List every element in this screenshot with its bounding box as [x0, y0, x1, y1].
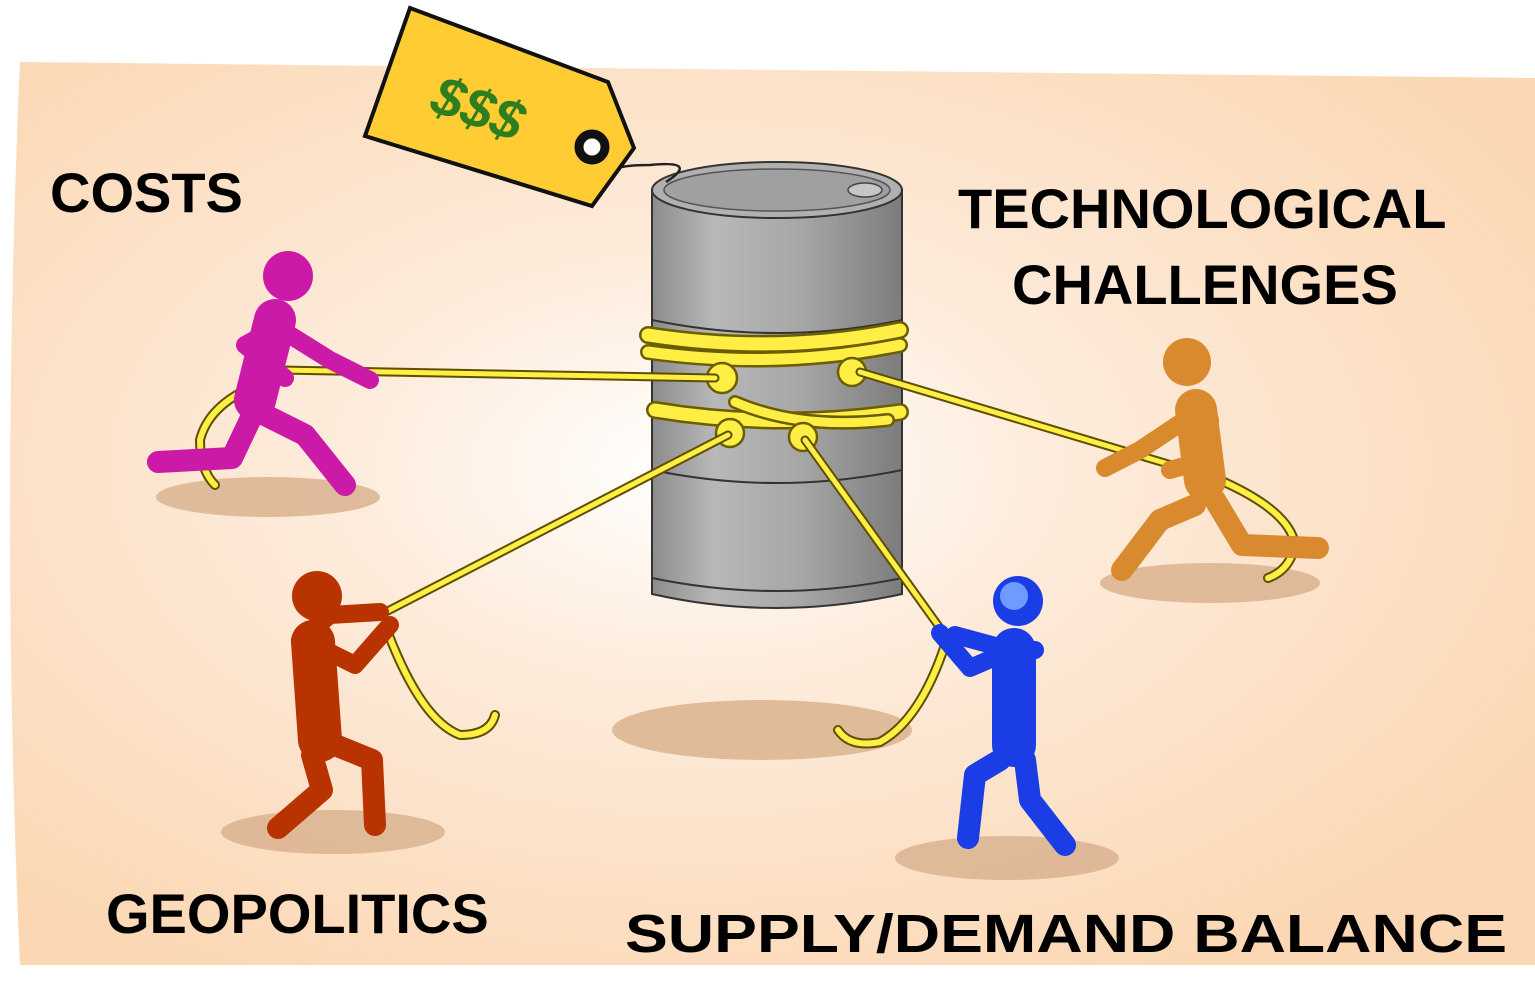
label-technological-line2: CHALLENGES	[1012, 253, 1398, 316]
shadow-technological	[1100, 563, 1320, 603]
oil-barrel	[651, 161, 903, 609]
label-geopolitics: GEOPOLITICS	[106, 882, 489, 945]
barrel-ropes	[639, 321, 909, 453]
price-tag: $$$	[362, 5, 681, 209]
tag-hole	[574, 129, 610, 165]
figure-supply-demand	[931, 576, 1076, 856]
label-supply-demand: SUPPLY/DEMAND BALANCE	[625, 904, 1507, 964]
shadow-supply-demand	[895, 836, 1119, 880]
label-technological-line1: TECHNOLOGICAL	[958, 177, 1446, 240]
figure-technological	[1096, 338, 1329, 581]
shadow-barrel	[612, 700, 912, 760]
shadow-geopolitics	[221, 810, 445, 854]
figure-geopolitics	[267, 571, 399, 839]
figure-costs	[147, 251, 379, 496]
label-costs: COSTS	[50, 161, 243, 224]
